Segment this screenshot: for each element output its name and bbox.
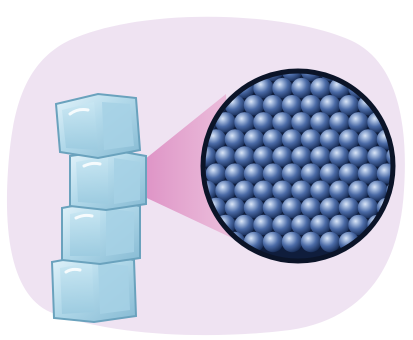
particle — [348, 112, 368, 132]
particle — [206, 163, 226, 183]
particle — [358, 129, 378, 149]
particle — [291, 112, 311, 132]
particle — [367, 146, 387, 166]
particle — [358, 163, 378, 183]
particle — [301, 129, 321, 149]
particle — [329, 112, 349, 132]
particle — [320, 95, 340, 115]
particle — [291, 146, 311, 166]
particle — [272, 215, 292, 235]
particle — [253, 146, 273, 166]
particle — [310, 215, 330, 235]
particle — [244, 95, 264, 115]
particle — [225, 129, 245, 149]
particle — [234, 112, 254, 132]
particle — [282, 198, 302, 218]
particle — [272, 112, 292, 132]
particle — [272, 78, 292, 98]
particle — [301, 198, 321, 218]
particle — [234, 146, 254, 166]
particle — [244, 198, 264, 218]
particle — [367, 181, 387, 201]
particle — [244, 129, 264, 149]
particle — [263, 232, 283, 252]
particle — [301, 232, 321, 252]
particle — [329, 146, 349, 166]
particle — [310, 181, 330, 201]
particle — [291, 181, 311, 201]
particle — [329, 181, 349, 201]
particle — [310, 78, 330, 98]
particle — [348, 181, 368, 201]
particle — [329, 215, 349, 235]
particle — [263, 95, 283, 115]
particle — [244, 163, 264, 183]
particle — [339, 198, 359, 218]
particle — [282, 129, 302, 149]
particle — [263, 198, 283, 218]
particle — [291, 78, 311, 98]
ice-cube-stack — [52, 94, 146, 322]
particle — [253, 112, 273, 132]
particle — [215, 181, 235, 201]
particle — [358, 198, 378, 218]
ice-cube — [56, 94, 140, 158]
particle — [339, 95, 359, 115]
particle — [225, 198, 245, 218]
particle — [320, 198, 340, 218]
particle — [263, 129, 283, 149]
particle — [282, 163, 302, 183]
particle — [320, 232, 340, 252]
particle — [320, 129, 340, 149]
particle — [339, 163, 359, 183]
particle — [310, 146, 330, 166]
particle — [263, 163, 283, 183]
particle — [225, 163, 245, 183]
particle — [272, 146, 292, 166]
particle — [291, 215, 311, 235]
particle — [253, 181, 273, 201]
particle — [320, 163, 340, 183]
particle — [301, 95, 321, 115]
particle — [234, 215, 254, 235]
particle — [339, 129, 359, 149]
particle — [282, 232, 302, 252]
particle — [282, 95, 302, 115]
particle — [348, 146, 368, 166]
ice-cube — [70, 150, 146, 210]
particle — [301, 163, 321, 183]
particle — [310, 112, 330, 132]
particle — [215, 146, 235, 166]
particle — [272, 181, 292, 201]
particle — [253, 215, 273, 235]
particle — [234, 181, 254, 201]
